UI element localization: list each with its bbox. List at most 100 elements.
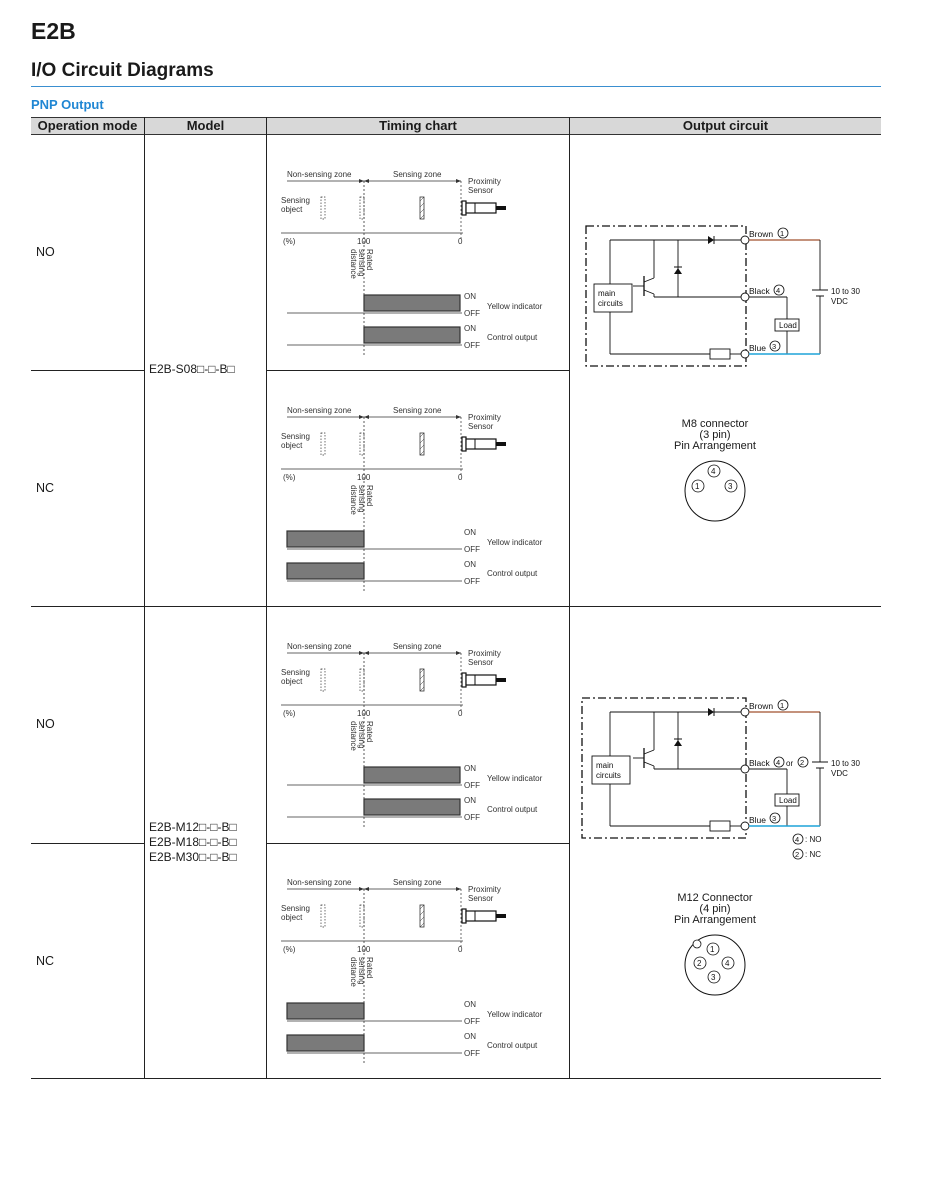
connector-caption: M12 Connector (4 pin) Pin Arrangement bbox=[640, 893, 790, 926]
blue-wire-label: Blue bbox=[749, 343, 766, 353]
output-circuit-diagram: main circuits Brown 1 Black 4 Blue 3 10 … bbox=[585, 225, 860, 367]
timing-chart-slot: Non-sensing zone Sensing zone Proximity … bbox=[267, 377, 567, 610]
control-output-label: Control output bbox=[487, 569, 538, 578]
pin-number: 4 bbox=[711, 467, 716, 476]
on-label: ON bbox=[464, 560, 476, 569]
nc-legend: : NC bbox=[805, 850, 821, 859]
rated-distance-label: sensing bbox=[357, 485, 366, 513]
timing-chart: Non-sensing zone Sensing zone Proximity … bbox=[281, 642, 543, 827]
off-label: OFF bbox=[464, 577, 480, 586]
model-name: E2B-M30□-□-B□ bbox=[149, 850, 237, 864]
sensor-label: Sensor bbox=[468, 894, 494, 903]
on-label: ON bbox=[464, 796, 476, 805]
rated-distance-label: distance bbox=[349, 957, 358, 987]
pin-number: 4 bbox=[776, 758, 780, 767]
no-legend: : NO bbox=[805, 835, 821, 844]
grid-vline bbox=[266, 117, 267, 1079]
control-output-label: Control output bbox=[487, 1041, 538, 1050]
brown-wire-label: Brown bbox=[749, 701, 773, 711]
section-title: I/O Circuit Diagrams bbox=[31, 60, 214, 81]
tick-0-label: 0 bbox=[458, 945, 463, 954]
header-output-circuit: Output circuit bbox=[570, 117, 881, 135]
off-label: OFF bbox=[464, 781, 480, 790]
subsection-title: PNP Output bbox=[31, 97, 104, 112]
sensor-label: Sensor bbox=[468, 658, 494, 667]
tick-100-label: 100 bbox=[357, 473, 371, 482]
sensing-object-label: Sensing bbox=[281, 668, 310, 677]
connector-arrangement: Pin Arrangement bbox=[674, 440, 756, 452]
rated-distance-label: Rated bbox=[365, 249, 374, 270]
timing-chart: Non-sensing zone Sensing zone Proximity … bbox=[281, 878, 543, 1063]
off-label: OFF bbox=[464, 813, 480, 822]
sensing-object-label: object bbox=[281, 441, 303, 450]
non-sensing-zone-label: Non-sensing zone bbox=[287, 406, 352, 415]
rated-distance-label: sensing bbox=[357, 249, 366, 277]
model-name: E2B-M12□-□-B□ bbox=[149, 820, 237, 834]
blue-wire-label: Blue bbox=[749, 815, 766, 825]
sensing-object-label: object bbox=[281, 677, 303, 686]
control-output-label: Control output bbox=[487, 805, 538, 814]
main-circuits-label: circuits bbox=[598, 299, 623, 308]
grid-hline bbox=[31, 370, 144, 371]
proximity-label: Proximity bbox=[468, 413, 501, 422]
rated-distance-label: distance bbox=[349, 485, 358, 515]
model-name: E2B-M18□-□-B□ bbox=[149, 835, 237, 849]
sensing-object-label: Sensing bbox=[281, 904, 310, 913]
timing-chart: Non-sensing zone Sensing zone Proximity … bbox=[281, 170, 543, 355]
black-wire-label: Black bbox=[749, 286, 771, 296]
pin-number: 1 bbox=[710, 945, 715, 954]
pin-number: 1 bbox=[695, 482, 700, 491]
timing-chart-slot: Non-sensing zone Sensing zone Proximity … bbox=[267, 141, 567, 374]
rated-distance-label: sensing bbox=[357, 721, 366, 749]
percent-label: (%) bbox=[283, 237, 296, 246]
on-label: ON bbox=[464, 1000, 476, 1009]
mode-label: NC bbox=[36, 954, 55, 968]
m8-connector-icon: 4 1 3 bbox=[684, 460, 746, 522]
rated-distance-label: Rated bbox=[365, 957, 374, 978]
sensing-object-label: Sensing bbox=[281, 196, 310, 205]
proximity-label: Proximity bbox=[468, 885, 501, 894]
yellow-indicator-label: Yellow indicator bbox=[487, 538, 543, 547]
timing-chart: Non-sensing zone Sensing zone Proximity … bbox=[281, 406, 543, 591]
off-label: OFF bbox=[464, 545, 480, 554]
on-label: ON bbox=[464, 292, 476, 301]
rated-distance-label: Rated bbox=[365, 721, 374, 742]
grid-hline bbox=[31, 843, 144, 844]
main-circuits-label: main bbox=[596, 761, 613, 770]
tick-0-label: 0 bbox=[458, 709, 463, 718]
pin-number: 4 bbox=[776, 286, 780, 295]
on-label: ON bbox=[464, 528, 476, 537]
non-sensing-zone-label: Non-sensing zone bbox=[287, 642, 352, 651]
pin-number: 1 bbox=[780, 229, 784, 238]
main-circuits-label: circuits bbox=[596, 771, 621, 780]
black-wire-label: Black bbox=[749, 758, 771, 768]
sensor-label: Sensor bbox=[468, 422, 494, 431]
header-model: Model bbox=[145, 117, 266, 135]
pin-number: 3 bbox=[772, 342, 776, 351]
sensing-zone-label: Sensing zone bbox=[393, 170, 442, 179]
grid-vline bbox=[569, 117, 570, 1079]
supply-voltage-label: 10 to 30 bbox=[831, 287, 860, 296]
connector-arrangement: Pin Arrangement bbox=[674, 914, 756, 926]
tick-0-label: 0 bbox=[458, 473, 463, 482]
off-label: OFF bbox=[464, 1017, 480, 1026]
off-label: OFF bbox=[464, 341, 480, 350]
load-label: Load bbox=[779, 321, 797, 330]
grid-vline bbox=[144, 117, 145, 1079]
sensing-object-label: Sensing bbox=[281, 432, 310, 441]
on-label: ON bbox=[464, 1032, 476, 1041]
supply-voltage-label: VDC bbox=[831, 769, 848, 778]
sensor-label: Sensor bbox=[468, 186, 494, 195]
pin-number: 4 bbox=[795, 835, 799, 844]
main-circuits-label: main bbox=[598, 289, 615, 298]
connector-name: M12 Connector bbox=[677, 892, 753, 904]
sensing-object-label: object bbox=[281, 205, 303, 214]
connector-pins: (4 pin) bbox=[699, 903, 731, 915]
rated-distance-label: sensing bbox=[357, 957, 366, 985]
connector-caption: M8 connector (3 pin) Pin Arrangement bbox=[640, 419, 790, 452]
yellow-indicator-label: Yellow indicator bbox=[487, 774, 543, 783]
pin-number: 2 bbox=[697, 959, 702, 968]
pin-number: 1 bbox=[780, 701, 784, 710]
percent-label: (%) bbox=[283, 709, 296, 718]
supply-voltage-label: 10 to 30 bbox=[831, 759, 860, 768]
